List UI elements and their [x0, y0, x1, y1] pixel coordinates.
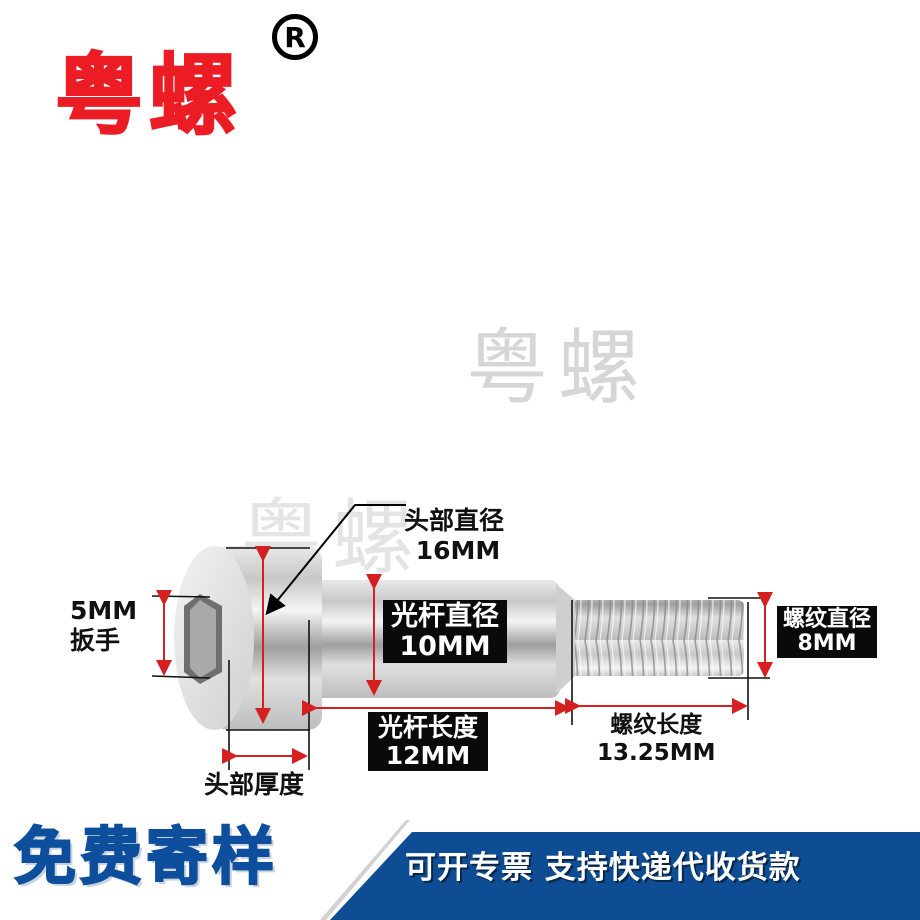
thread-section [572, 600, 744, 676]
thread-diameter-value: 8MM [797, 631, 857, 657]
thread-length-label: 螺纹长度 13.25MM [597, 712, 716, 767]
shank-diameter-label: 光杆直径 10MM [383, 600, 507, 664]
head-thickness-label: 头部厚度 [204, 770, 305, 799]
head-diameter-label: 头部直径 16MM [404, 506, 504, 566]
thread-diameter-title: 螺纹直径 [783, 607, 872, 632]
thread-length-value: 13.25MM [597, 739, 716, 766]
thread-length-title: 螺纹长度 [610, 712, 703, 738]
wrench-size-label: 5MM 扳手 [70, 596, 137, 656]
head-diameter-title: 头部直径 [404, 506, 505, 535]
service-info-text: 可开专票 支持快递代收货款 [405, 850, 801, 886]
free-sample-headline: 免费寄样 [13, 820, 279, 893]
head-diameter-value: 16MM [415, 536, 501, 565]
registered-trademark-icon: R [272, 14, 318, 60]
thread-diameter-label: 螺纹直径 8MM [777, 606, 878, 659]
wrench-size-value: 5MM [70, 596, 138, 625]
banner-blue-panel [330, 832, 920, 920]
brand-logo: 粤螺 [54, 44, 244, 147]
shank-length-value: 12MM [385, 740, 471, 770]
wrench-size-title: 扳手 [70, 626, 121, 655]
shank-diameter-title: 光杆直径 [391, 601, 499, 632]
shank-length-title: 光杆长度 [378, 713, 479, 742]
shank-length-label: 光杆长度 12MM [368, 712, 489, 771]
watermark: 粤螺 [466, 321, 651, 416]
shank-diameter-value: 10MM [399, 630, 491, 662]
